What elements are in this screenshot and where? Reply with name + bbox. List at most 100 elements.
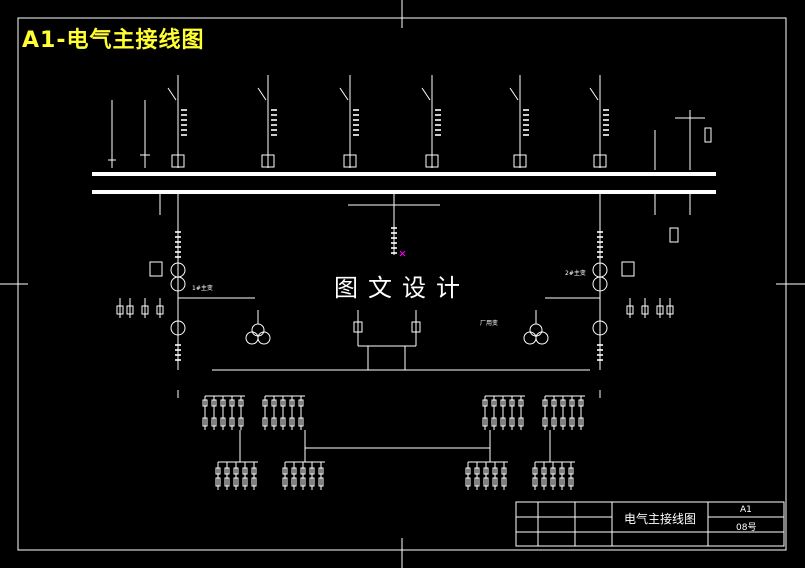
switch-blade	[257, 87, 267, 101]
fuse-box	[300, 477, 306, 487]
transformer-winding	[592, 276, 608, 292]
fuse-box	[291, 477, 297, 487]
fuse-box	[291, 467, 297, 475]
fuse-box	[224, 477, 230, 487]
fuse-box	[233, 477, 239, 487]
fuse-box	[229, 399, 235, 407]
fuse-box	[220, 399, 226, 407]
fuse-box	[280, 399, 286, 407]
fuse-box	[518, 399, 524, 407]
fuse-box	[282, 467, 288, 475]
fuse-box	[568, 467, 574, 475]
fuse-box	[318, 477, 324, 487]
fuse-box	[309, 467, 315, 475]
fuse-box	[569, 417, 575, 427]
generator-symbol	[170, 320, 186, 336]
fuse-box	[289, 417, 295, 427]
breaker-box	[513, 154, 527, 168]
fuse-box	[483, 477, 489, 487]
surge-arrester	[149, 261, 163, 277]
fuse-box	[229, 417, 235, 427]
ct-device	[704, 127, 712, 143]
fuse-box	[501, 467, 507, 475]
generator-symbol	[592, 320, 608, 336]
fuse-box	[202, 417, 208, 427]
transformer-label-3: 厂用变	[480, 320, 499, 327]
aux-transformer	[529, 323, 543, 337]
transformer-label-1: 1#主变	[192, 285, 213, 292]
switch-blade	[421, 87, 431, 101]
fuse-box	[578, 417, 584, 427]
fuse-box	[215, 467, 221, 475]
surge-arrester	[621, 261, 635, 277]
fuse-box	[289, 399, 295, 407]
fuse-box	[156, 305, 164, 315]
fuse-box	[262, 417, 268, 427]
fuse-box	[568, 477, 574, 487]
fuse-box	[482, 417, 488, 427]
fuse-box	[126, 305, 134, 315]
fuse-box	[550, 477, 556, 487]
fuse-box	[569, 399, 575, 407]
fuse-box	[465, 467, 471, 475]
fuse-box	[116, 305, 124, 315]
fuse-box	[500, 417, 506, 427]
fuse-box	[309, 477, 315, 487]
fuse-box	[541, 467, 547, 475]
fuse-box	[353, 321, 363, 333]
fuse-box	[551, 399, 557, 407]
fuse-box	[233, 467, 239, 475]
switch-blade	[167, 87, 177, 101]
fuse-box	[251, 477, 257, 487]
fuse-box	[491, 399, 497, 407]
fuse-box	[202, 399, 208, 407]
fuse-box	[492, 477, 498, 487]
fuse-box	[532, 477, 538, 487]
fuse-box	[541, 477, 547, 487]
fuse-box	[282, 477, 288, 487]
fuse-box	[271, 399, 277, 407]
fuse-box	[238, 399, 244, 407]
title-block-drawing-name: 电气主接线图	[624, 512, 697, 526]
fuse-box	[532, 467, 538, 475]
fuse-box	[271, 417, 277, 427]
fuse-box	[491, 417, 497, 427]
fuse-box	[262, 399, 268, 407]
fuse-box	[559, 477, 565, 487]
transformer-winding	[170, 276, 186, 292]
watermark-text: 图文设计	[334, 274, 470, 302]
aux-transformer	[251, 323, 265, 337]
fuse-box	[626, 305, 634, 315]
fuse-box	[542, 417, 548, 427]
fuse-box	[298, 417, 304, 427]
fuse-box	[411, 321, 421, 333]
fuse-box	[518, 417, 524, 427]
title-block-sheet-size: A1	[740, 505, 752, 515]
transformer-label-2: 2#主变	[565, 270, 586, 277]
switch-blade	[589, 87, 599, 101]
drawing-title: A1-电气主接线图	[22, 28, 205, 53]
switch-blade	[509, 87, 519, 101]
fuse-box	[280, 417, 286, 427]
fuse-box	[474, 477, 480, 487]
fuse-box	[560, 399, 566, 407]
fuse-box	[242, 467, 248, 475]
fuse-box	[474, 467, 480, 475]
fuse-box	[656, 305, 664, 315]
aux-transformer	[535, 331, 549, 345]
cursor-marker	[399, 250, 406, 257]
fuse-box	[509, 399, 515, 407]
fuse-box	[318, 467, 324, 475]
fuse-box	[542, 399, 548, 407]
fuse-box	[220, 417, 226, 427]
aux-transformer	[245, 331, 259, 345]
fuse-box	[501, 477, 507, 487]
breaker-box	[171, 154, 185, 168]
fuse-box	[211, 417, 217, 427]
fuse-box	[560, 417, 566, 427]
fuse-box	[492, 467, 498, 475]
fuse-box	[211, 399, 217, 407]
aux-transformer	[257, 331, 271, 345]
